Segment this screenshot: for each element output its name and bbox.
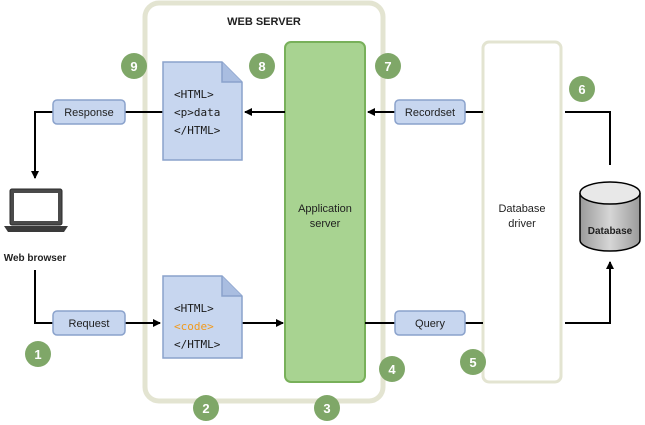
step-4-number: 4 bbox=[388, 362, 396, 377]
input-doc-line-2: <code> bbox=[174, 320, 214, 333]
database-driver bbox=[481, 40, 563, 384]
query-label: Query bbox=[415, 318, 445, 330]
application-server-label-line2: server bbox=[310, 218, 341, 230]
step-4: 4 bbox=[379, 356, 405, 382]
step-7-number: 7 bbox=[384, 59, 391, 74]
response-label: Response bbox=[64, 107, 114, 119]
request-label: Request bbox=[69, 318, 110, 330]
step-1-number: 1 bbox=[34, 347, 41, 362]
web-browser-label: Web browser bbox=[4, 253, 67, 264]
connector-lines bbox=[31, 108, 614, 327]
output-document-icon bbox=[162, 61, 243, 161]
step-2-number: 2 bbox=[202, 401, 209, 416]
step-1: 1 bbox=[25, 341, 51, 367]
step-3-number: 3 bbox=[323, 401, 330, 416]
output-doc-line-3: </HTML> bbox=[174, 124, 221, 137]
response-label-box bbox=[52, 99, 126, 125]
database-icon bbox=[579, 181, 641, 252]
query-label-box bbox=[394, 310, 466, 336]
step-8-number: 8 bbox=[258, 59, 265, 74]
database-label: Database bbox=[588, 226, 633, 237]
database-driver-label-line1: Database bbox=[498, 203, 545, 215]
step-9: 9 bbox=[121, 53, 147, 79]
step-6: 6 bbox=[569, 76, 595, 102]
input-doc-line-3: </HTML> bbox=[174, 338, 221, 351]
step-3: 3 bbox=[314, 395, 340, 421]
step-5-number: 5 bbox=[469, 355, 476, 370]
step-9-number: 9 bbox=[130, 59, 137, 74]
web-server-title: WEB SERVER bbox=[227, 16, 301, 28]
step-6-number: 6 bbox=[578, 82, 585, 97]
output-doc-line-1: <HTML> bbox=[174, 88, 214, 101]
step-5: 5 bbox=[460, 349, 486, 375]
input-document-icon bbox=[162, 275, 243, 359]
laptop-icon bbox=[4, 188, 68, 232]
step-2: 2 bbox=[193, 395, 219, 421]
application-server bbox=[284, 41, 366, 383]
line-database-to-driver bbox=[565, 111, 611, 165]
output-doc-line-2: <p>data bbox=[174, 106, 220, 119]
step-8: 8 bbox=[249, 53, 275, 79]
input-doc-line-1: <HTML> bbox=[174, 302, 214, 315]
arrow-to-web-browser bbox=[31, 111, 53, 179]
recordset-label: Recordset bbox=[405, 107, 455, 119]
application-server-label-line1: Application bbox=[298, 203, 352, 215]
recordset-label-box bbox=[394, 99, 466, 125]
step-7: 7 bbox=[375, 53, 401, 79]
arrow-to-database bbox=[565, 261, 614, 324]
request-label-box bbox=[52, 310, 126, 336]
line-browser-to-request bbox=[34, 270, 53, 324]
database-driver-label-line2: driver bbox=[508, 218, 536, 230]
